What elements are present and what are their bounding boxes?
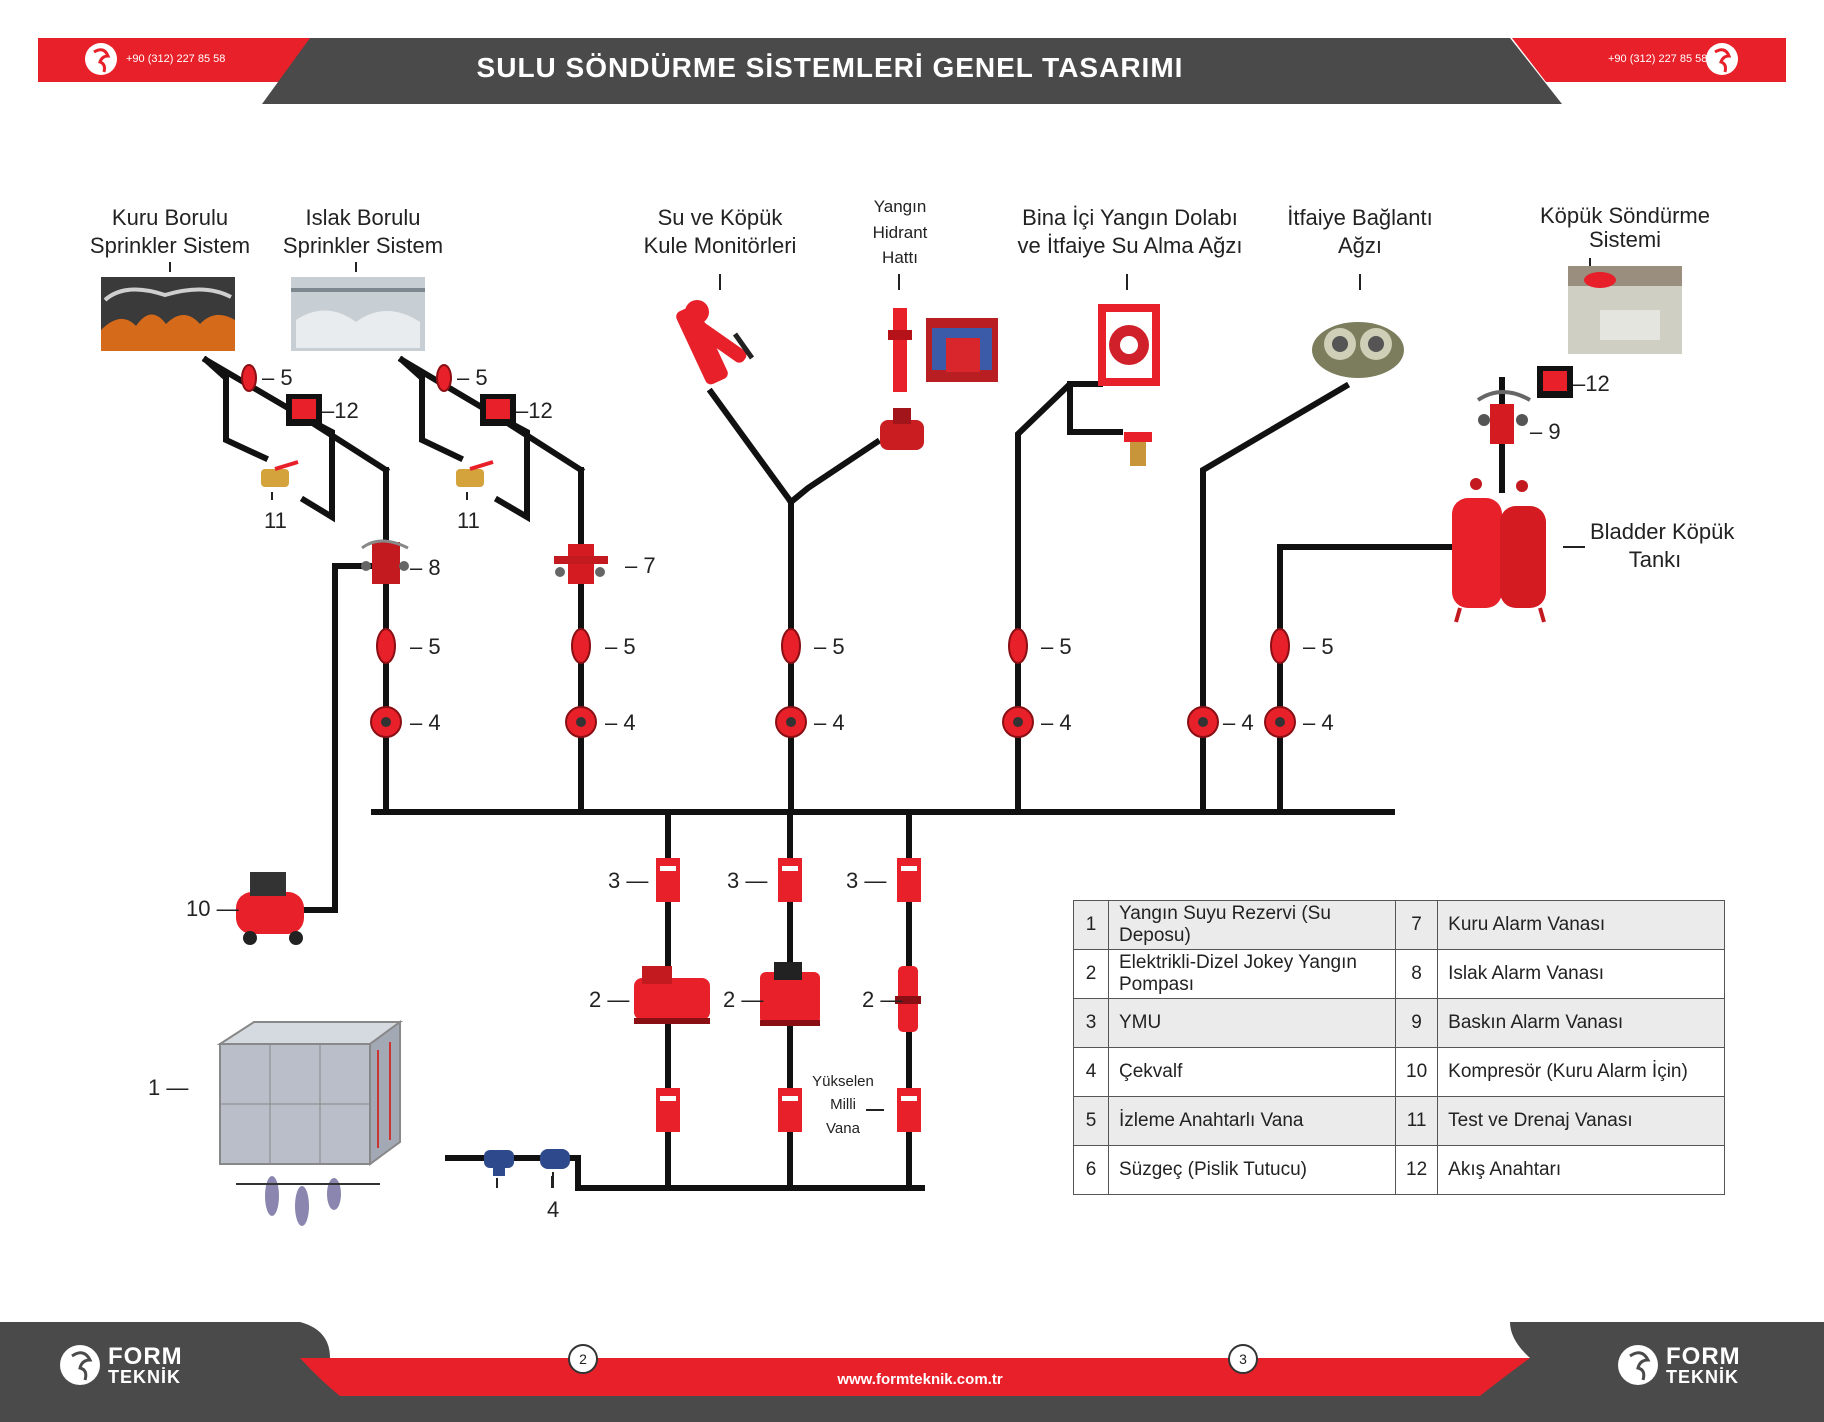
- page-number-right: 3: [1228, 1344, 1258, 1374]
- footer-url[interactable]: www.formteknik.com.tr: [837, 1371, 1003, 1388]
- callout-5: – 5: [605, 634, 636, 659]
- bladder-tank-icon: [1452, 478, 1546, 623]
- callout-4: – 4: [410, 710, 441, 735]
- callout-7: – 7: [625, 553, 656, 578]
- ymu-3-icons: [656, 858, 921, 1132]
- callout-5: – 5: [1041, 634, 1072, 659]
- callout-4: – 4: [814, 710, 845, 735]
- callout-4: – 4: [1303, 710, 1334, 735]
- valve-5-icons: [241, 364, 1290, 664]
- strainer-icon: [484, 1150, 514, 1176]
- monitor-nozzle-icon: [676, 300, 747, 385]
- callout-2: 2 —: [862, 987, 903, 1012]
- callout-11: 11: [457, 508, 480, 533]
- jockey-pump-icon: [895, 966, 921, 1032]
- callout-2: 2 —: [589, 987, 630, 1012]
- callout-4: – 4: [605, 710, 636, 735]
- callout-12: –12: [322, 398, 359, 423]
- test-drain-11-icons: [261, 460, 494, 487]
- phone-right: +90 (312) 227 85 58: [1608, 53, 1708, 65]
- callout-4: – 4: [1223, 710, 1254, 735]
- callout-5: – 5: [1303, 634, 1334, 659]
- deluge-valve-icon: [1476, 390, 1531, 444]
- page-title: SULU SÖNDÜRME SİSTEMLERİ GENEL TASARIMI: [476, 52, 1184, 83]
- callout-2: 2 —: [723, 987, 764, 1012]
- alarm-valve-7-icon: [554, 544, 608, 584]
- callout-5: – 5: [814, 634, 845, 659]
- callout-5: – 5: [262, 365, 293, 390]
- callout-11: 11: [264, 508, 287, 533]
- callout-9: – 9: [1530, 419, 1561, 444]
- suction-check-valve-icon: [540, 1149, 570, 1169]
- callout-3: 3 —: [727, 868, 768, 893]
- diesel-pump-icon: [760, 962, 820, 1026]
- footer-red-band: [300, 1358, 1530, 1396]
- fire-cabinet-icon: [1098, 304, 1160, 386]
- compressor-icon: [236, 872, 304, 945]
- callout-1: 1 —: [148, 1075, 189, 1100]
- landing-valve-icon: [1124, 432, 1152, 466]
- callout-4: 4: [547, 1197, 560, 1222]
- callout-5: – 5: [457, 365, 488, 390]
- flow-switch-12-icons: [286, 366, 1573, 426]
- water-tank-icon: [216, 1020, 404, 1226]
- callout-12: –12: [1573, 371, 1610, 396]
- callout-3: 3 —: [608, 868, 649, 893]
- label-ticks: [169, 258, 1591, 1188]
- electric-pump-icon: [634, 966, 710, 1024]
- page-number-left: 2: [568, 1344, 598, 1374]
- hydrant-icon: [888, 308, 998, 392]
- callout-5: – 5: [410, 634, 441, 659]
- callout-8: – 8: [410, 555, 441, 580]
- phone-left: +90 (312) 227 85 58: [126, 53, 226, 65]
- callout-10: 10 —: [186, 896, 239, 921]
- callout-3: 3 —: [846, 868, 887, 893]
- callout-12: –12: [516, 398, 553, 423]
- hydrant-valve-icon: [880, 408, 924, 450]
- header-dark-band: [262, 38, 1562, 104]
- alarm-valve-8-icon: [361, 539, 409, 584]
- fire-dept-connection-icon: [1312, 322, 1404, 378]
- callout-4: – 4: [1041, 710, 1072, 735]
